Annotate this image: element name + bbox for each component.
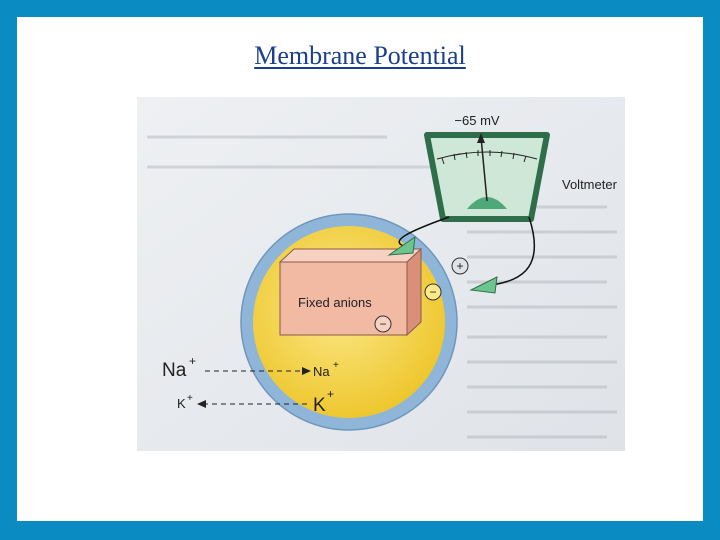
k-inside-charge: + [327, 387, 334, 401]
k-outside-label: K [177, 396, 186, 411]
outer-electrode-icon [469, 276, 498, 294]
na-inside-charge: + [333, 360, 339, 371]
voltmeter-label: Voltmeter [562, 177, 618, 192]
k-outside-charge: + [187, 393, 193, 404]
inner-minus-sign: − [429, 285, 436, 299]
fixed-anions-label: Fixed anions [298, 295, 372, 310]
membrane-potential-figure: Fixed anions − − + [137, 97, 625, 451]
na-outside-label: Na [162, 360, 187, 381]
fixed-anions-box [278, 247, 423, 337]
inner-electrode-icon [387, 235, 416, 256]
k-inside-label: K [313, 395, 326, 416]
diagram-canvas: Fixed anions − − + [137, 97, 625, 451]
na-outside-charge: + [189, 354, 196, 368]
na-inside-label: Na [313, 364, 330, 379]
anion-minus-circle [374, 315, 392, 333]
k-arrowhead-icon [197, 400, 206, 408]
anion-minus-sign: − [379, 317, 386, 331]
slide: Membrane Potential [17, 17, 703, 521]
voltmeter [424, 132, 550, 222]
na-arrowhead-icon [302, 367, 311, 375]
outer-plus-circle [451, 257, 469, 275]
outer-plus-sign: + [456, 259, 463, 273]
slide-title: Membrane Potential [254, 41, 466, 70]
voltmeter-reading: −65 mV [454, 113, 499, 128]
inner-minus-circle [424, 283, 442, 301]
